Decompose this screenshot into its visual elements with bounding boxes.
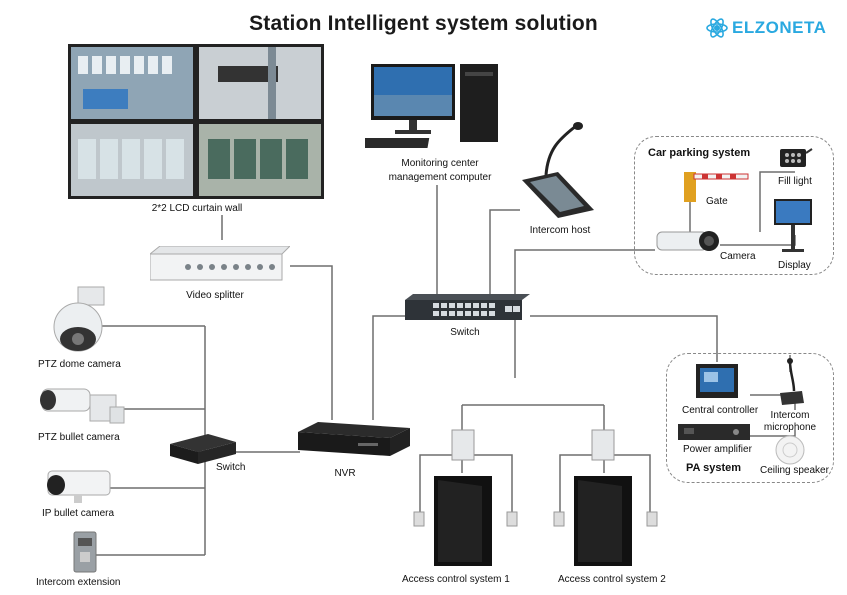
display-icon [774, 199, 812, 252]
monitoring-computer [365, 64, 498, 148]
brand-name: ELZONETA [732, 18, 827, 37]
ptz-bullet-label: PTZ bullet camera [38, 432, 120, 443]
main-switch-label: Switch [450, 327, 480, 338]
access-control-2 [553, 429, 658, 566]
nvr-label: NVR [334, 468, 356, 479]
gate-label: Gate [706, 196, 728, 207]
gate-icon [684, 172, 749, 202]
central-controller-label: Central controller [682, 405, 759, 416]
intercom-extension-icon [73, 531, 97, 573]
diagram-title: Station Intelligent system solution [249, 12, 598, 35]
car-parking-group [634, 136, 834, 275]
left-switch-label: Switch [216, 462, 246, 473]
ip-bullet-label: IP bullet camera [42, 508, 115, 519]
ip-bullet-camera-icon [47, 470, 111, 503]
intercom-microphone-icon [780, 358, 804, 405]
video-splitter-label: Video splitter [186, 290, 244, 301]
access-control-2-label: Access control system 2 [558, 574, 666, 585]
video-splitter [150, 246, 290, 281]
fill-light-icon [780, 148, 813, 167]
pa-system-title: PA system [686, 462, 742, 474]
car-parking-title: Car parking system [648, 147, 751, 159]
parking-camera-label: Camera [720, 251, 756, 262]
intercom-host-label: Intercom host [529, 225, 591, 236]
brand-logo-icon [706, 18, 728, 38]
intercom-extension-label: Intercom extension [36, 577, 121, 588]
pa-system-group [666, 353, 834, 483]
lcd-wall-label: 2*2 LCD curtain wall [151, 203, 243, 214]
ptz-dome-camera-icon [53, 286, 105, 352]
lcd-curtain-wall [68, 44, 324, 199]
parking-camera-icon [656, 231, 719, 251]
intercom-host [522, 122, 594, 218]
ceiling-speaker-label: Ceiling speaker [760, 465, 829, 476]
display-label: Display [778, 260, 811, 271]
central-controller-icon [696, 364, 738, 398]
fill-light-label: Fill light [778, 176, 812, 187]
monitoring-computer-label: Monitoring center management computer [388, 158, 492, 183]
left-switch [170, 434, 236, 464]
intercom-microphone-label: Intercom microphone [763, 410, 817, 433]
power-amplifier-label: Power amplifier [683, 444, 752, 455]
ceiling-speaker-icon [775, 435, 805, 465]
nvr [298, 422, 410, 456]
access-control-1-label: Access control system 1 [402, 574, 510, 585]
brand-logo: ELZONETA [706, 17, 826, 39]
main-switch [405, 294, 530, 320]
ptz-dome-label: PTZ dome camera [38, 359, 121, 370]
ptz-bullet-camera-icon [40, 388, 125, 424]
power-amplifier-icon [678, 424, 750, 440]
access-control-1 [413, 429, 518, 566]
